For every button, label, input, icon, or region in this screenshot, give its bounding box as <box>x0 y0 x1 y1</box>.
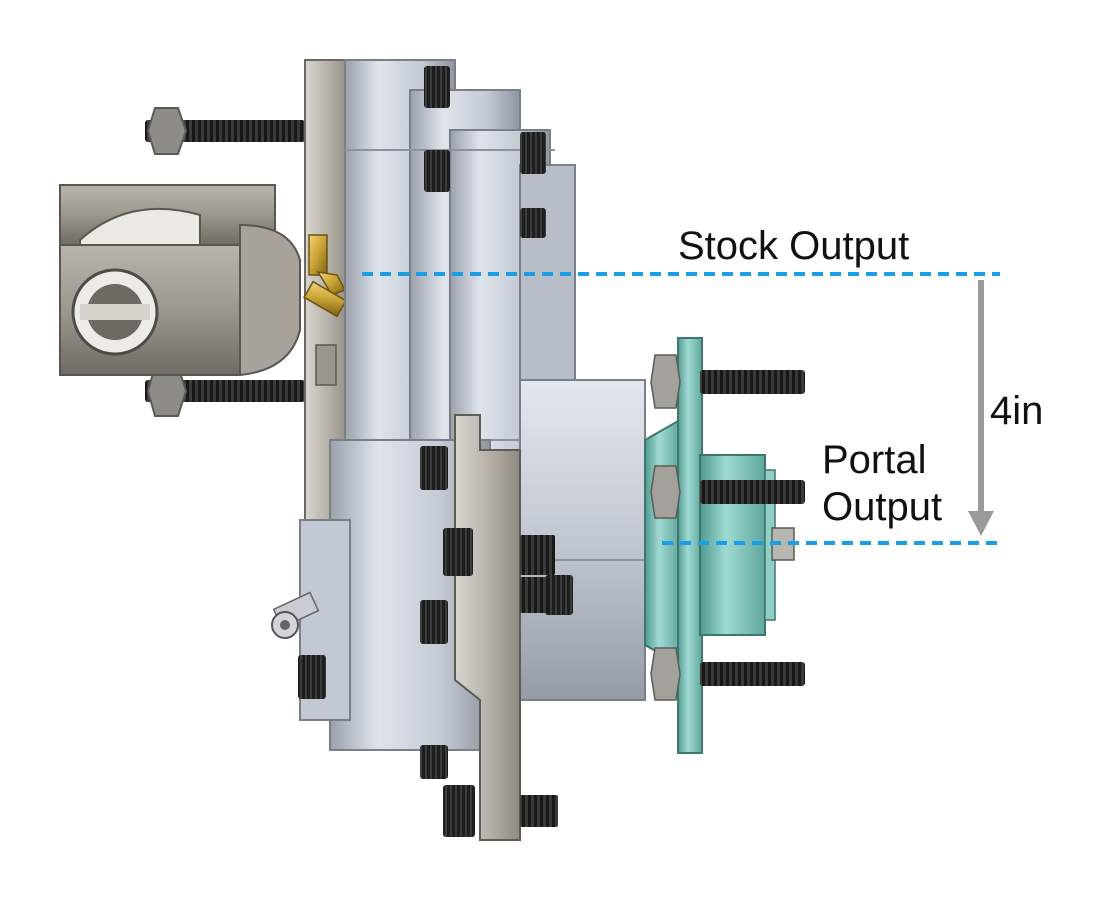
offset-dimension-label: 4in <box>990 389 1044 433</box>
wheel-studs <box>650 354 805 701</box>
offset-dimension-arrow <box>968 280 994 536</box>
wheel-stud-middle <box>700 480 805 504</box>
stock-output-label: Stock Output <box>678 224 910 268</box>
brass-elbow-fitting-icon <box>303 234 347 318</box>
cap-screws <box>298 66 573 837</box>
input-yoke <box>59 184 301 377</box>
upper-left-stud <box>145 107 305 155</box>
bracket-arm <box>454 414 521 841</box>
portal-output-label-line1: Portal <box>822 438 927 482</box>
lube-fitting-icon <box>271 591 320 639</box>
wheel-stud-upper <box>700 370 805 394</box>
portal-output-label-line2: Output <box>822 485 943 529</box>
wheel-stud-lower <box>700 662 805 686</box>
